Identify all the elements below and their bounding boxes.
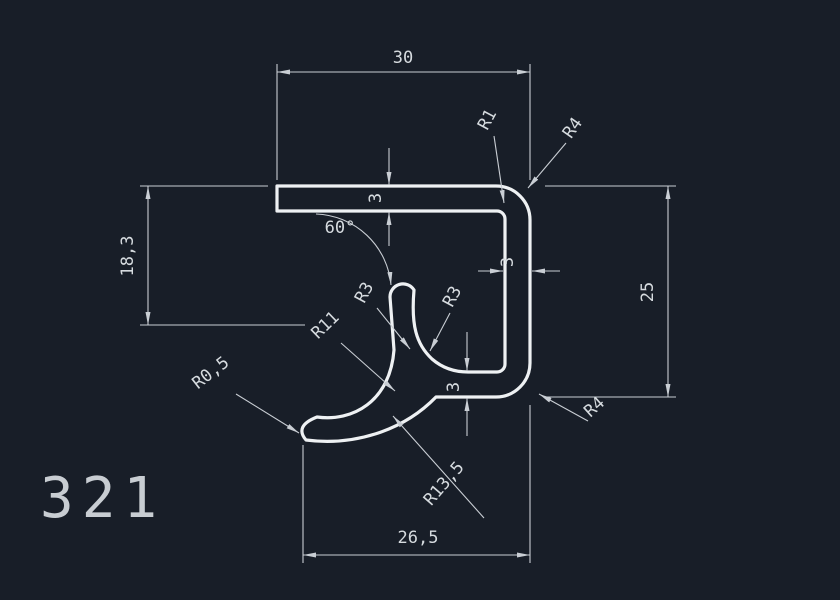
dim-label-wall-thickness: 3 (498, 257, 518, 267)
dim-label-angle: 60° (325, 218, 356, 238)
dim-angle: 60° (315, 213, 393, 286)
dim-wall-thickness: 3 (478, 257, 560, 274)
radius-r11: R11 (308, 308, 396, 392)
radius-label-r135: R13,5 (420, 458, 469, 510)
leader-line (493, 135, 505, 204)
dim-bottom-width: 26,5 (302, 405, 531, 563)
leader-line (392, 415, 485, 519)
profile-outline (275, 184, 532, 443)
leader-line (340, 342, 396, 392)
dim-top-width: 30 (276, 48, 531, 180)
radius-label-r3-right: R3 (439, 283, 466, 310)
dim-bottom-flange-thickness: 3 (444, 332, 470, 436)
dim-label-top-flange-thickness: 3 (366, 193, 386, 203)
dim-label-bottom-flange-thickness: 3 (444, 382, 464, 392)
leader-line (376, 307, 411, 350)
radius-r05: R0,5 (189, 353, 300, 434)
radius-r1: R1 (474, 106, 505, 204)
radius-r3-left: R3 (351, 279, 411, 350)
radius-r4-top: R4 (527, 114, 587, 189)
dim-left-height: 18,3 (118, 185, 305, 326)
radius-r135: R13,5 (392, 415, 485, 519)
dim-label-left-height: 18,3 (118, 236, 138, 277)
dim-right-height: 25 (545, 185, 676, 398)
part-number: 321 (40, 466, 165, 531)
radius-label-r11: R11 (308, 308, 344, 344)
dim-label-right-height: 25 (638, 282, 658, 302)
dim-label-bottom-width: 26,5 (398, 528, 439, 548)
dim-top-flange-thickness: 3 (366, 148, 392, 246)
radius-r3-right: R3 (429, 283, 466, 352)
dim-label-top-width: 30 (393, 48, 413, 68)
leader-line (538, 393, 589, 422)
radius-label-r05: R0,5 (189, 353, 234, 394)
leader-line (527, 142, 567, 189)
leader-line (429, 312, 451, 352)
radius-label-r3-left: R3 (351, 279, 378, 306)
radius-label-r1: R1 (474, 106, 501, 133)
angle-arc (315, 213, 393, 286)
leader-line (235, 393, 300, 434)
radius-label-r4-top: R4 (559, 114, 587, 142)
